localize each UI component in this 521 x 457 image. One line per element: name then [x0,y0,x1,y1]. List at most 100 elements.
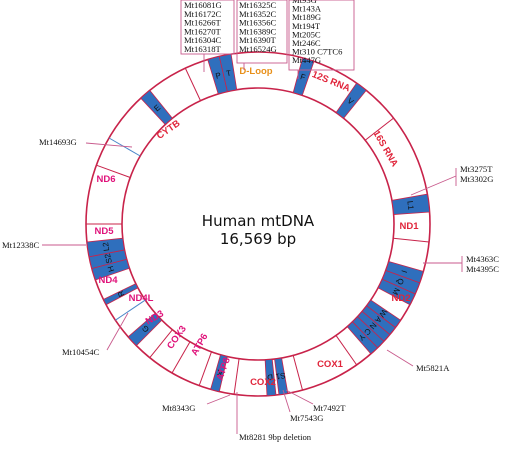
annotation-line: Mt194T [292,21,321,31]
leader-lines [42,0,463,434]
annotation-line: Mt16325C [239,0,277,10]
segment-label-cox1: COX1 [317,359,344,370]
band-label-i: I [399,269,408,274]
annotation-cytb: Mt14693G [39,137,77,147]
annotation-cox2-a: Mt7492T [313,403,346,413]
dloop-box-b [236,0,288,64]
leader-cox1 [386,349,414,367]
annotation-k-region: Mt8343G [162,403,195,413]
annotation-line: Mt447G [292,55,321,65]
annotation-line: Mt16270T [184,26,222,36]
band-label-e: E [152,103,162,113]
band-label-a: A [373,315,384,325]
leader-k [206,394,231,405]
band-label-d: D [267,372,274,381]
leader-cox2-b [282,389,291,413]
segment-label-atp8: ATP8 [214,356,232,382]
band-label-k: K [215,367,223,377]
band-l2 [86,237,125,258]
segment-label-nd5: ND5 [94,226,114,237]
band-label-v: V [346,96,356,107]
center-length: 16,569 bp [220,230,296,248]
annotation-line: Mt16081G [184,0,222,10]
segment-label-16s-rna: 16S RNA [370,129,400,169]
segment-label-nd4l: ND4L [129,293,154,304]
annotation-dloop-a: Mt16081GMt16172CMt16266TMt16270TMt16304C… [184,0,222,54]
annotation-line: Mt189G [292,12,321,22]
segment-label-cox3: COX3 [165,324,189,352]
leader-cytb [85,142,133,148]
annotation-line: Mt16524G [239,44,277,54]
band-label-s1: S1 [275,371,287,381]
band-l1 [391,193,431,215]
segment-label-12s-rna: 12S RNA [310,69,351,94]
band-label-t: T [225,68,232,78]
separator [149,329,173,358]
segment-label-nd6: ND6 [96,174,115,185]
leader-nd4l [106,312,129,351]
separator [233,358,240,395]
leader-nd1 [410,175,457,196]
segment-label-cox2: COX2 [250,377,276,388]
annotation-cox2-b: Mt7543G [290,413,323,423]
band-e [140,89,173,126]
separator [393,237,430,243]
separator [335,335,358,366]
annotation-line: Mt16390T [239,35,277,45]
band-t [218,53,238,92]
separator [171,341,191,374]
annotation-line: Mt4363C [466,254,499,264]
annotation-line: Mt16356C [239,18,277,28]
annotation-line: Mt310 C7TC6 [292,47,343,57]
separator [96,164,131,178]
band-label-c: C [362,326,373,337]
annotation-cox1: Mt5821A [416,363,450,373]
band-label-l1: L1 [405,200,415,210]
band-label-y: Y [356,332,367,343]
annotation-rrna: Mt93GMt143AMt189GMt194TMt205CMt246CMt310… [292,0,343,65]
annotation-line: Mt16389C [239,26,277,36]
annotation-line: Mt3302G [460,174,493,184]
annotation-line: Mt205C [292,29,321,39]
annotation-line: Mt16266T [184,18,222,28]
band-label-p: P [215,71,222,81]
annotation-nd4l: Mt10454C [62,347,100,357]
annotation-nd5: Mt12338C [2,240,40,250]
separator [108,137,141,157]
dloop-box-a [180,0,235,55]
band-label-f: F [299,72,306,82]
annotation-atp8: Mt8281 9bp deletion [239,432,312,442]
band-label-n: N [368,321,379,331]
band-label-r: R [116,289,127,298]
separator [184,67,201,101]
band-r [102,283,139,306]
segment-label-atp6: ATP6 [189,332,210,358]
annotation-line: Mt246C [292,38,321,48]
separator [115,299,146,321]
band-label-g: G [140,323,151,334]
annotation-line: Mt16318T [184,44,222,54]
rrna-box [288,0,355,71]
annotation-dloop-b: Mt16325CMt16352CMt16356CMt16389CMt16390T… [239,0,277,54]
band-label-m: M [390,286,401,296]
band-m [377,278,416,306]
segment-label-dloop: D-Loop [239,66,272,77]
band-label-h: H [106,265,116,273]
band-label-s2: S2 [103,252,114,264]
separator [198,351,212,386]
band-s1 [274,357,289,396]
band-d [264,358,277,397]
segment-label-nd4: ND4 [98,275,118,286]
band-g [127,312,163,347]
band-k [210,354,228,393]
annotation-line: Mt93G [292,0,317,5]
annotation-line: Mt16352C [239,9,277,19]
leader-cox2-a [285,389,314,405]
segment-label-nd2: ND2 [391,293,410,304]
annotation-line: Mt4395C [466,264,499,274]
annotation-line: Mt143A [292,4,322,14]
